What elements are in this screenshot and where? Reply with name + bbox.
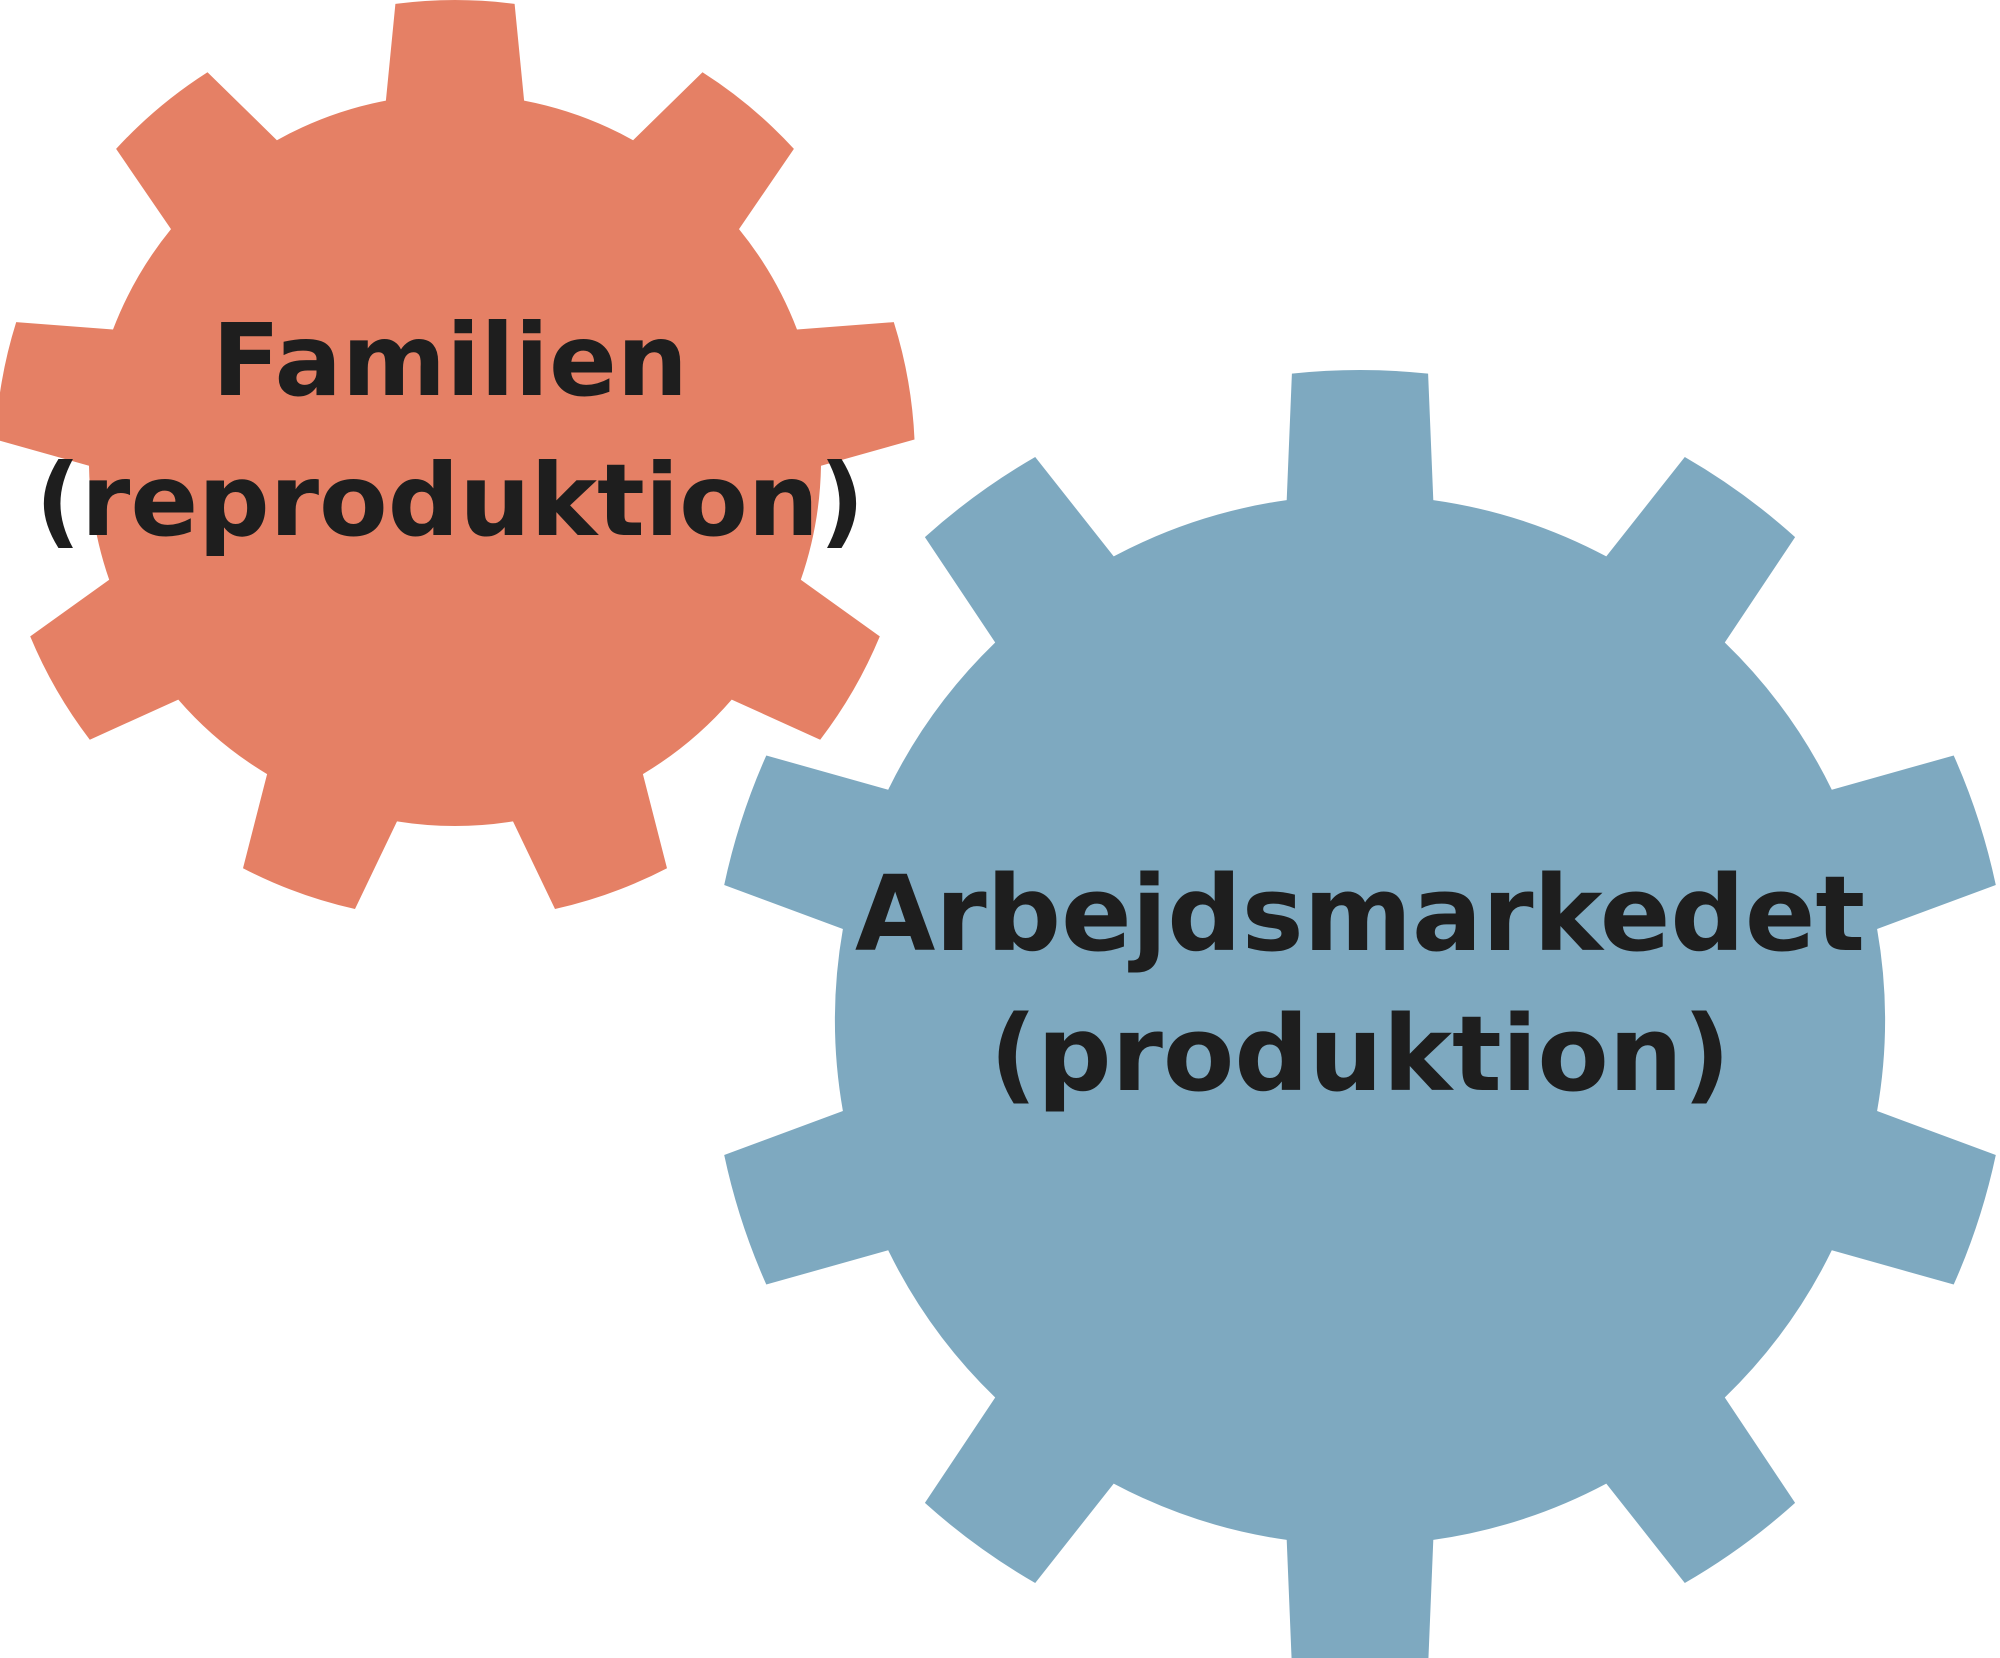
gear-arbejdsmarkedet-shape (724, 370, 1996, 1658)
gear-familien-label-line1: Familien (212, 302, 688, 419)
gear-familien-label-line2: (reproduktion) (35, 442, 864, 559)
gear-arbejdsmarkedet: Arbejdsmarkedet (produktion) (724, 370, 1996, 1658)
gear-arbejdsmarkedet-label-line2: (produktion) (990, 993, 1731, 1115)
gear-familien: Familien (reproduktion) (0, 0, 915, 909)
gear-familien-shape (0, 0, 915, 909)
gear-arbejdsmarkedet-label-line1: Arbejdsmarkedet (855, 853, 1865, 975)
